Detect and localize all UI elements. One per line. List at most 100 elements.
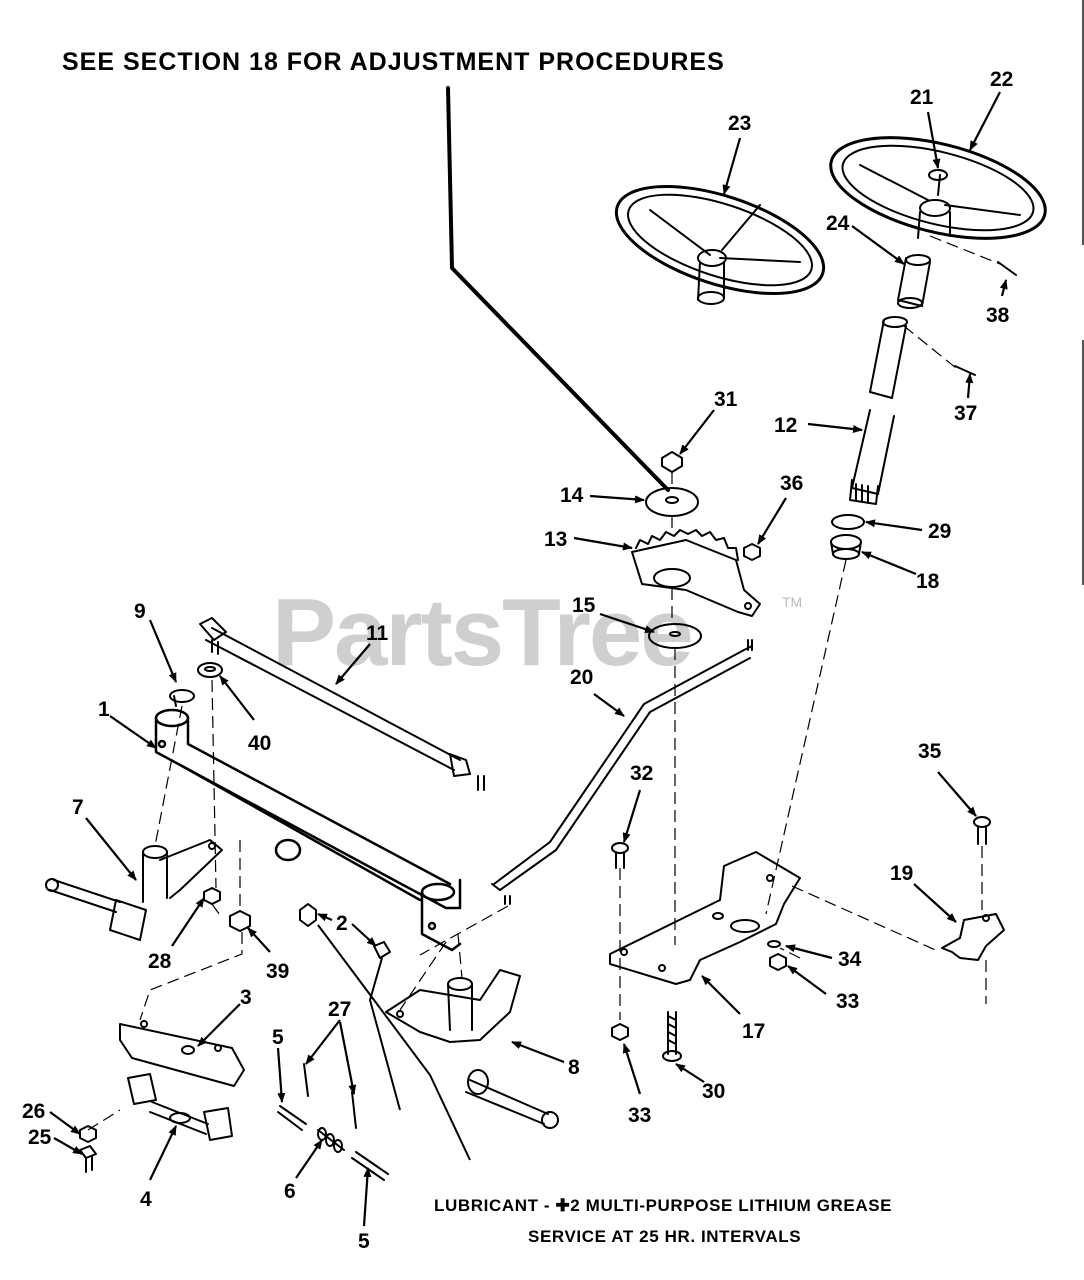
screw-35	[973, 816, 991, 845]
arrow-12	[807, 422, 863, 433]
arrow-29	[865, 519, 923, 532]
callout-4: 4	[140, 1188, 152, 1211]
arrow-31	[679, 409, 715, 455]
arrow-4	[149, 1125, 177, 1181]
steering-shaft-12	[849, 409, 895, 505]
arrow-14	[589, 494, 645, 504]
axle-bracket-3	[119, 1020, 245, 1087]
washer-40	[197, 662, 223, 678]
callout-11: 11	[366, 622, 389, 645]
callout-27: 27	[328, 998, 351, 1021]
arrow-32	[622, 789, 642, 843]
callout-15: 15	[572, 594, 596, 617]
drag-link-20	[491, 639, 753, 905]
lubricant-note-line2: SERVICE AT 25 HR. INTERVALS	[528, 1227, 802, 1246]
washer-15	[648, 623, 702, 649]
roll-pin-27a	[303, 1063, 309, 1097]
callout-30: 30	[702, 1080, 725, 1103]
arrow-25	[53, 1137, 83, 1155]
bolt-25	[79, 1145, 97, 1173]
nut-31	[661, 451, 683, 473]
arrow-18	[861, 550, 917, 576]
arrow-2b	[351, 923, 377, 947]
watermark-tm: TM	[782, 594, 803, 610]
front-axle-1	[154, 708, 462, 952]
grease-fitting-2a	[299, 903, 317, 927]
callout-12: 12	[774, 414, 797, 437]
callout-29: 29	[928, 520, 951, 543]
callout-31: 31	[714, 388, 738, 411]
pin-37	[954, 365, 976, 376]
callout-6: 6	[284, 1180, 296, 1203]
arrow-20	[593, 693, 625, 717]
arrow-33-right	[787, 965, 827, 995]
callout-14: 14	[560, 484, 584, 507]
callout-18: 18	[916, 570, 940, 593]
callout-26: 26	[22, 1100, 45, 1123]
callout-32: 32	[630, 762, 653, 785]
screw-32	[611, 842, 629, 869]
washer-29	[831, 514, 865, 530]
arrow-8	[511, 1040, 565, 1064]
arrow-40	[219, 675, 255, 721]
steering-wheel-23	[614, 184, 826, 305]
callout-5a: 5	[272, 1026, 284, 1049]
nut-28	[203, 887, 221, 905]
arrow-17	[701, 975, 741, 1015]
arrow-15	[599, 612, 655, 634]
pin-38	[997, 261, 1017, 276]
callout-40: 40	[248, 732, 271, 755]
callout-1: 1	[98, 698, 110, 721]
arrow-27a	[305, 1019, 341, 1065]
callout-39: 39	[266, 960, 289, 983]
lubricant-note-line1: LUBRICANT - ✚2 MULTI-PURPOSE LITHIUM GRE…	[434, 1196, 893, 1215]
arrow-39	[247, 927, 271, 953]
arrow-11	[335, 643, 371, 685]
nut-33-right	[769, 953, 787, 971]
callout-22: 22	[990, 68, 1013, 91]
watermark: PartsTree	[272, 579, 694, 686]
spindle-8	[385, 969, 559, 1129]
callout-3: 3	[240, 986, 252, 1009]
arrow-36	[757, 497, 787, 545]
nut-36	[743, 543, 761, 561]
nut-26	[79, 1125, 97, 1143]
arrow-7	[85, 817, 137, 881]
callout-23: 23	[728, 112, 751, 135]
nut-39	[229, 910, 251, 932]
arrow-2a	[317, 912, 333, 922]
tie-rod-11	[199, 617, 485, 791]
callout-33-right: 33	[836, 990, 859, 1013]
callout-24: 24	[826, 212, 850, 235]
pin-5b	[351, 1151, 389, 1181]
adjustment-note: SEE SECTION 18 FOR ADJUSTMENT PROCEDURES	[62, 48, 725, 76]
arrow-35	[937, 771, 977, 817]
arrow-22	[969, 91, 1001, 151]
arrow-38	[999, 279, 1008, 297]
callout-7: 7	[72, 796, 84, 819]
hub-24	[897, 254, 931, 309]
arrow-23	[722, 137, 742, 195]
callout-25: 25	[28, 1126, 52, 1149]
bolt-30	[662, 1011, 682, 1062]
callout-36: 36	[780, 472, 803, 495]
retaining-ring-9	[169, 689, 195, 707]
bushing-18	[830, 534, 862, 560]
callout-2: 2	[336, 912, 348, 935]
callout-19: 19	[890, 862, 913, 885]
arrow-6	[295, 1139, 323, 1179]
grease-fitting-2b	[373, 941, 391, 959]
sector-gear-13	[631, 529, 761, 617]
callout-21: 21	[910, 86, 934, 109]
callout-8: 8	[568, 1056, 580, 1079]
scan-edge-mark	[1082, 340, 1084, 585]
support-plate-17	[609, 851, 801, 985]
callout-9: 9	[134, 600, 146, 623]
arrow-13	[573, 536, 633, 551]
callout-37: 37	[954, 402, 977, 425]
pivot-bracket-4	[127, 1073, 233, 1141]
arrow-33-lower	[622, 1043, 642, 1095]
scan-edge-mark	[1082, 0, 1084, 245]
